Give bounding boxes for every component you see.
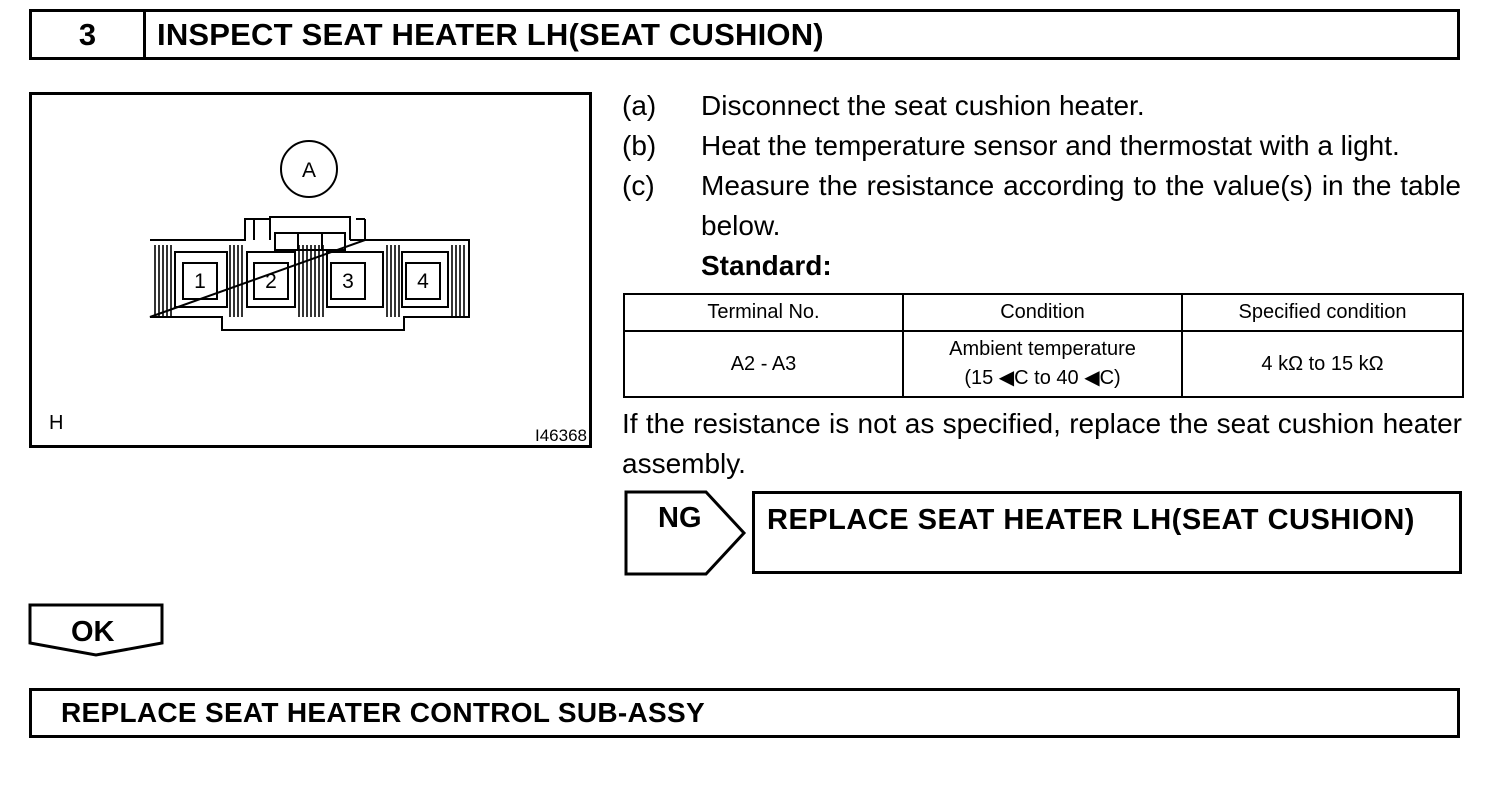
ok-arrow-icon: [28, 603, 164, 657]
connector-diagram: A 1 2 3 4 H I46368: [49, 140, 587, 445]
connector-label: A: [302, 159, 316, 182]
connector-label-circle: [280, 140, 338, 198]
step-c-text: Measure the resistance according to the …: [701, 170, 1461, 241]
ng-arrow-icon: [624, 490, 747, 576]
terminal-3-label: 3: [342, 270, 354, 293]
step-header: 3 INSPECT SEAT HEATER LH(SEAT CUSHION): [29, 9, 1460, 60]
ok-label: OK: [71, 616, 115, 648]
figure-corner-label: H: [49, 412, 63, 434]
terminal-3-cavity: [326, 251, 384, 308]
result-note: If the resistance is not as specified, r…: [622, 408, 1462, 479]
standard-label: Standard:: [701, 250, 832, 281]
table-row: A2 - A3 Ambient temperature (15 ◀C to 40…: [623, 330, 1464, 398]
final-action-text: REPLACE SEAT HEATER CONTROL SUB-ASSY: [61, 697, 705, 728]
figure-id: I46368: [535, 426, 587, 445]
connector-ribs: [154, 245, 465, 317]
step-number: 3: [32, 12, 146, 57]
step-a-label: (a): [622, 90, 657, 121]
connector-latch: [269, 216, 351, 240]
terminal-1-cavity: [174, 251, 228, 308]
condition-line-2: (15 ◀C to 40 ◀C): [964, 367, 1121, 389]
condition-line-1: Ambient temperature: [949, 338, 1136, 360]
step-b-text: Heat the temperature sensor and thermost…: [701, 130, 1400, 161]
ng-action-box: REPLACE SEAT HEATER LH(SEAT CUSHION): [752, 491, 1462, 574]
table-cell-condition: Ambient temperature (15 ◀C to 40 ◀C): [902, 330, 1183, 398]
step-c-label: (c): [622, 170, 655, 201]
connector-body: [149, 218, 470, 331]
step-title: INSPECT SEAT HEATER LH(SEAT CUSHION): [157, 17, 824, 52]
ng-action-text: REPLACE SEAT HEATER LH(SEAT CUSHION): [767, 504, 1415, 536]
step-b-label: (b): [622, 130, 657, 161]
terminal-1-label: 1: [194, 270, 206, 293]
table-header-terminal: Terminal No.: [623, 293, 904, 332]
connector-figure: A 1 2 3 4 H I46368: [29, 92, 592, 448]
table-header-row: Terminal No. Condition Specified conditi…: [623, 293, 1464, 332]
table-header-specified: Specified condition: [1181, 293, 1464, 332]
ng-label: NG: [658, 502, 702, 534]
table-header-condition: Condition: [902, 293, 1183, 332]
step-a-text: Disconnect the seat cushion heater.: [701, 90, 1145, 121]
final-action-box: REPLACE SEAT HEATER CONTROL SUB-ASSY: [29, 688, 1460, 738]
terminal-4-label: 4: [417, 270, 429, 293]
table-cell-terminal: A2 - A3: [623, 330, 904, 398]
connector-latch-inner: [274, 232, 346, 251]
table-cell-specified: 4 kΩ to 15 kΩ: [1181, 330, 1464, 398]
spec-table: Terminal No. Condition Specified conditi…: [623, 293, 1464, 398]
terminal-2-label: 2: [265, 270, 277, 293]
terminal-4-cavity: [401, 251, 449, 308]
terminal-2-cavity: [246, 251, 296, 308]
